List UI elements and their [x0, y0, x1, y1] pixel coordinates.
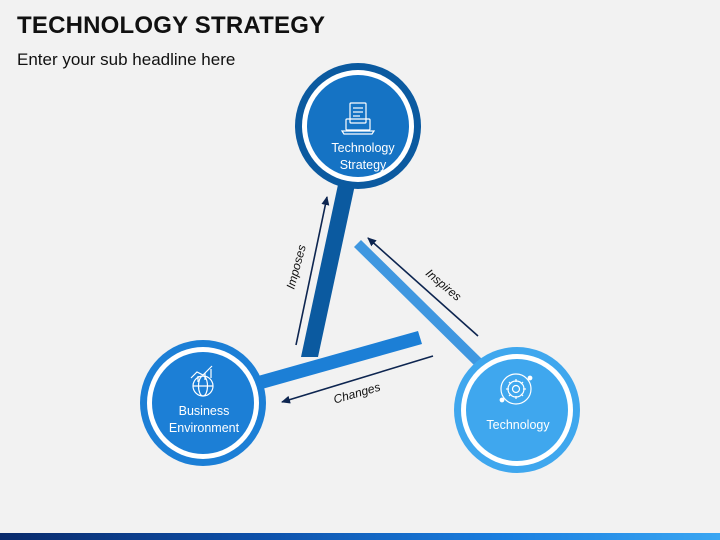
gear-circle-icon [499, 373, 533, 405]
laptop-document-icon [340, 102, 376, 135]
node-business-environment: Business Environment [140, 340, 266, 466]
node-label-business-line1: Business [179, 404, 230, 418]
connector-business-technology [258, 331, 422, 389]
arrow-inspires [367, 237, 479, 337]
node-label-business-line2: Environment [169, 421, 240, 435]
arrow-imposes [295, 196, 330, 346]
bottom-accent-bar [0, 533, 720, 540]
globe-chart-icon [190, 365, 214, 397]
node-technology-strategy: Technology Strategy [295, 63, 421, 189]
edge-label-inspires: Inspires [423, 266, 464, 304]
node-label-strategy-line1: Technology [331, 141, 395, 155]
edge-label-imposes: Imposes [284, 243, 309, 290]
connector-technology-strategy [354, 240, 483, 367]
connector-strategy-business [301, 180, 356, 357]
slide-title: TECHNOLOGY STRATEGY [17, 12, 326, 39]
node-label-strategy-line2: Strategy [340, 158, 387, 172]
slide-subtitle: Enter your sub headline here [17, 50, 236, 69]
arrow-changes [281, 355, 434, 404]
node-technology: Technology [454, 347, 580, 473]
node-label-technology: Technology [486, 418, 550, 432]
